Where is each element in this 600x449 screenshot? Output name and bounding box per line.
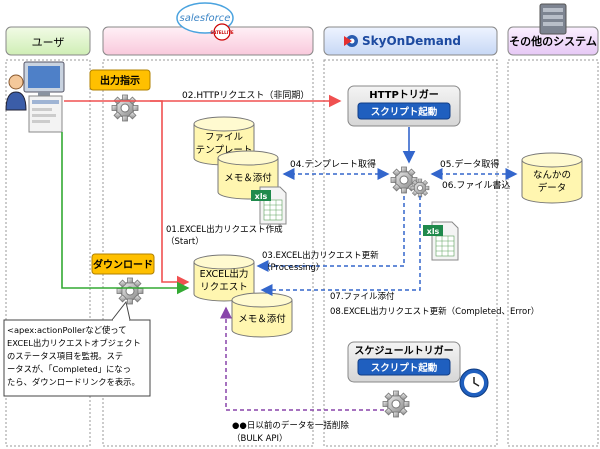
note-line-3: のステータス項目を監視。ステ [7,351,123,361]
arrow-01-label-1: 01.EXCEL出力リクエスト作成 [166,224,283,235]
http-script-start-button [357,102,451,120]
arrow-02-label: 02.HTTPリクエスト（非同期） [182,89,309,101]
excel-request-line2: リクエスト [200,282,248,293]
salesforce-badge-text: SATELLITE [210,30,233,35]
salesforce-logo-text: salesforce [180,13,231,24]
gear-icon [111,94,139,122]
something-data-line2: データ [538,182,567,194]
gear-icon [116,277,144,305]
server-icon [539,3,567,35]
skyondemand-label: SkyOnDemand [362,34,461,48]
note-line-1: <apex:actionPollerなど使って [7,325,127,335]
arrow-03-update-processing [256,196,405,272]
arrow-01-create-request [150,100,190,289]
lane-body-user [5,59,91,447]
memo-attach-label-2: メモ＆添付 [238,314,286,325]
arrow-bulk-delete [220,306,384,411]
lane-user-label: ユーザ [32,36,65,49]
clock-icon [459,368,489,398]
schedule-script-start-label: スクリプト起動 [371,362,438,374]
something-data-cylinder [521,152,583,204]
skyondemand-logo-icon [344,35,358,47]
arrow-05-label: 05.データ取得 [440,158,499,170]
download-label: ダウンロード [93,258,153,271]
note-callout-pointer [111,300,131,321]
something-data-line1: なんかの [533,170,571,181]
arrow-07-08-attach-complete [260,196,421,296]
lane-header-skyondemand [323,26,498,56]
schedule-script-start-button [357,358,451,376]
output-instruction-label: 出力指示 [100,74,140,87]
lane-body-skyondemand [323,59,498,447]
arrow-06-label: 06.ファイル書込 [442,179,510,191]
arrow-download-green [61,132,190,295]
xls-icon-label-2: xls [427,227,440,236]
lane-header-user [5,26,91,56]
gear-small-icon [410,178,430,198]
arrow-03-label-2: （Processing） [262,262,324,273]
note-line-5: たら、ダウンロードリンクを表示。 [7,377,140,387]
lane-body-salesforce [102,59,314,447]
file-template-line1: ファイル [205,132,244,143]
download-box [91,253,155,275]
arrow-04-label: 04.テンプレート取得 [290,158,376,170]
http-trigger-title: HTTPトリガー [369,88,439,101]
note-callout [3,319,151,397]
output-instruction-box [89,69,151,91]
memo-attach-label-1: メモ＆添付 [224,173,272,184]
http-script-start-label: スクリプト起動 [371,106,438,118]
arrow-07-label: 07.ファイル添付 [330,291,395,302]
xls-icon-label-1: xls [255,192,268,201]
salesforce-logo: salesforce SATELLITE [176,2,234,41]
arrow-03-label-1: 03.EXCEL出力リクエスト更新 [262,250,379,261]
note-line-4: ータスが、「Completed」になっ [7,364,131,374]
bulk-delete-label-1: ●●日以前のデータを一括削除 [232,420,349,431]
arrow-01-label-2: （Start） [166,236,204,247]
file-template-line2: テンプレート [196,145,253,156]
user-pc-icon [5,61,65,133]
bulk-delete-label-2: （BULK API） [232,433,288,444]
gear-icon [382,390,410,418]
note-line-2: EXCEL出力リクエストオブジェクト [7,338,141,348]
schedule-trigger-title: スケジュールトリガー [354,344,453,357]
lane-other-label: その他のシステム [509,34,597,48]
excel-request-line1: EXCEL出力 [200,268,249,280]
memo-attach-cylinder-2 [231,292,293,338]
lane-body-other [507,59,599,447]
xls-file-icon: xls [423,221,459,261]
xls-file-icon: xls [251,186,287,225]
arrow-08-label: 08.EXCEL出力リクエスト更新（Completed、Error） [330,306,539,317]
